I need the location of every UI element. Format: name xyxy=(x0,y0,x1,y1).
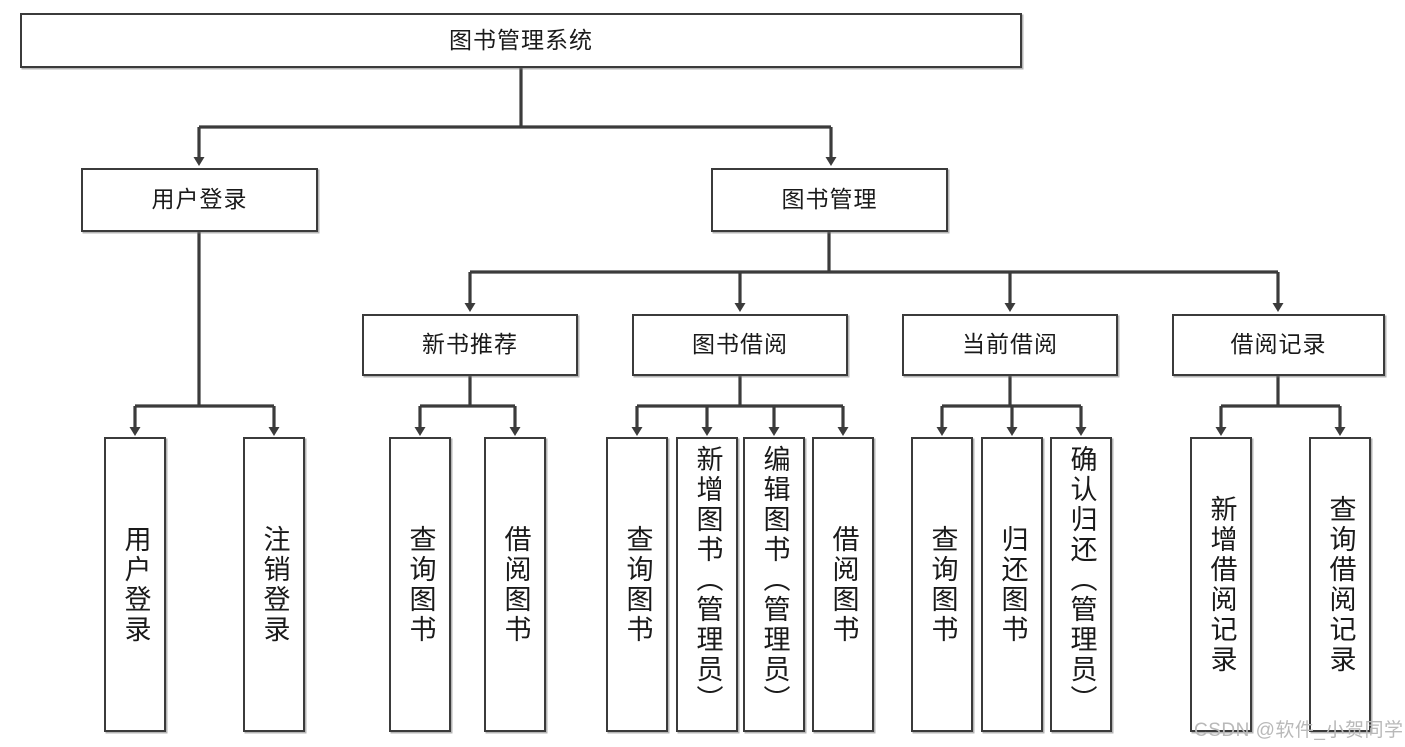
node-root-label: 图书管理系统 xyxy=(449,26,593,53)
node-book-borrow[interactable]: 图书借阅 xyxy=(632,314,848,376)
node-book-management[interactable]: 图书管理 xyxy=(711,168,948,232)
leaf-add-borrow-record[interactable]: 新增借阅记录 xyxy=(1190,437,1252,732)
leaf-recommend-query-book[interactable]: 查询图书 xyxy=(389,437,451,732)
node-borrow-record[interactable]: 借阅记录 xyxy=(1172,314,1385,376)
leaf-current-query-book-label: 查询图书 xyxy=(927,524,958,645)
leaf-confirm-return-admin[interactable]: 确认归还（管理员） xyxy=(1050,437,1112,732)
node-current-borrow-label: 当前借阅 xyxy=(962,331,1058,358)
csdn-watermark: CSDN @软件_小贺同学 xyxy=(1194,720,1404,741)
node-book-borrow-label: 图书借阅 xyxy=(692,331,788,358)
leaf-query-borrow-record[interactable]: 查询借阅记录 xyxy=(1309,437,1371,732)
leaf-recommend-query-book-label: 查询图书 xyxy=(405,524,436,645)
leaf-borrow-book-label: 借阅图书 xyxy=(828,524,859,645)
leaf-add-book-admin-label: 新增图书（管理员） xyxy=(692,445,723,715)
leaf-confirm-return-admin-label: 确认归还（管理员） xyxy=(1066,445,1097,715)
leaf-user-login[interactable]: 用户登录 xyxy=(104,437,166,732)
leaf-add-book-admin[interactable]: 新增图书（管理员） xyxy=(676,437,738,732)
node-user-login[interactable]: 用户登录 xyxy=(81,168,318,232)
node-borrow-record-label: 借阅记录 xyxy=(1230,331,1327,358)
node-current-borrow[interactable]: 当前借阅 xyxy=(902,314,1118,376)
leaf-borrow-book[interactable]: 借阅图书 xyxy=(812,437,874,732)
leaf-add-borrow-record-label: 新增借阅记录 xyxy=(1206,494,1237,675)
leaf-recommend-borrow-book[interactable]: 借阅图书 xyxy=(484,437,546,732)
node-new-book-recommend-label: 新书推荐 xyxy=(422,331,518,358)
node-root[interactable]: 图书管理系统 xyxy=(20,13,1022,68)
node-book-management-label: 图书管理 xyxy=(781,186,878,213)
node-user-login-label: 用户登录 xyxy=(151,186,248,213)
node-new-book-recommend[interactable]: 新书推荐 xyxy=(362,314,578,376)
leaf-current-query-book[interactable]: 查询图书 xyxy=(911,437,973,732)
leaf-return-book-label: 归还图书 xyxy=(997,524,1028,645)
leaf-query-borrow-record-label: 查询借阅记录 xyxy=(1325,494,1356,675)
leaf-return-book[interactable]: 归还图书 xyxy=(981,437,1043,732)
leaf-recommend-borrow-book-label: 借阅图书 xyxy=(500,524,531,645)
leaf-user-login-label: 用户登录 xyxy=(120,524,151,645)
leaf-borrow-query-book-label: 查询图书 xyxy=(622,524,653,645)
leaf-edit-book-admin-label: 编辑图书（管理员） xyxy=(759,445,790,715)
leaf-user-logout-label: 注销登录 xyxy=(259,524,290,645)
leaf-user-logout[interactable]: 注销登录 xyxy=(243,437,305,732)
leaf-borrow-query-book[interactable]: 查询图书 xyxy=(606,437,668,732)
leaf-edit-book-admin[interactable]: 编辑图书（管理员） xyxy=(743,437,805,732)
